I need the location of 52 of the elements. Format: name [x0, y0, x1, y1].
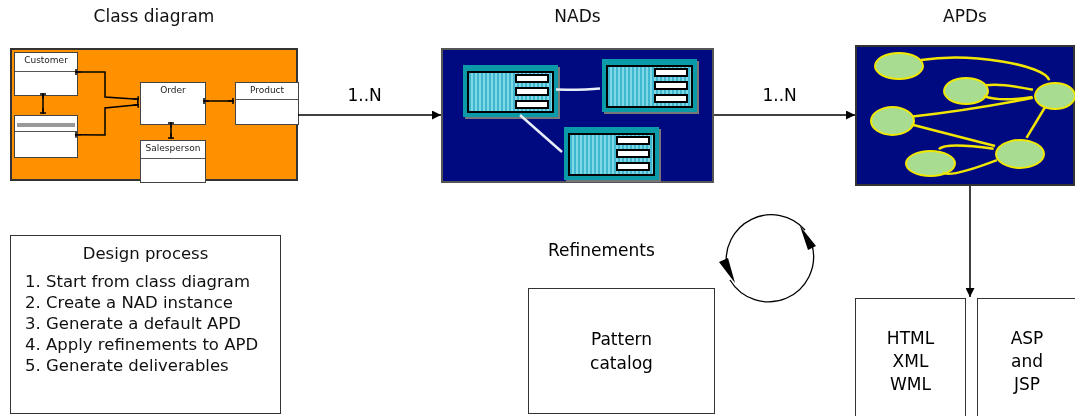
box-heading: Design process: [81, 244, 210, 263]
step-text: 5. Generate deliverables: [25, 355, 230, 376]
class-box: [235, 82, 299, 125]
arrow: [713, 110, 856, 120]
connector-line: [938, 144, 994, 151]
ellipse-node: [905, 150, 956, 177]
connector-line: [912, 96, 1034, 118]
process-box: [10, 235, 281, 414]
table-box: [463, 65, 558, 117]
output-box: [855, 298, 966, 416]
ellipse-node: [943, 77, 989, 105]
connector-line: [202, 97, 235, 105]
box-text: ASP and JSP: [1009, 327, 1045, 396]
arrow: [297, 110, 442, 120]
connector-line: [1025, 106, 1047, 139]
step-text: 3. Generate a default APD: [25, 313, 242, 334]
box-text: Pattern catalog: [589, 328, 654, 375]
step-text: 1. Start from class diagram: [25, 271, 251, 292]
step-text: 2. Create a NAD instance: [25, 292, 234, 313]
table-box: [602, 59, 697, 112]
connector-line: [986, 83, 1034, 92]
output-box: [977, 298, 1075, 416]
class-name: Salesperson: [144, 142, 202, 153]
panel-heading: NADs: [553, 6, 602, 26]
connector-line: [74, 68, 140, 103]
panel-heading: Class diagram: [92, 6, 216, 26]
class-name: Product: [248, 84, 286, 95]
connector-line: [920, 56, 1051, 81]
box-text: HTML XML WML: [885, 327, 936, 396]
class-name: Customer: [23, 54, 69, 65]
connector-line: [39, 92, 47, 115]
ellipse-node: [870, 106, 915, 136]
class-box: [14, 115, 78, 158]
step-text: 4. Apply refinements to APD: [25, 334, 260, 355]
table-box: [564, 127, 659, 180]
connector-line: [983, 94, 1033, 101]
ellipse-node: [874, 52, 924, 80]
arrow: [965, 185, 975, 298]
ellipse-node: [1034, 82, 1075, 110]
class-name: Order: [159, 84, 187, 95]
connector-line: [556, 87, 601, 91]
connector-line: [74, 101, 140, 139]
box-heading: Refinements: [548, 240, 655, 260]
connector-line: [942, 158, 998, 176]
class-box: [140, 140, 206, 183]
connector-line: [519, 114, 563, 153]
class-box: [14, 52, 78, 96]
connector-line: [167, 121, 175, 140]
panel-heading: APDs: [942, 6, 988, 26]
class-box: [140, 82, 206, 125]
ellipse-node: [995, 139, 1045, 169]
connector-line: [911, 123, 996, 148]
